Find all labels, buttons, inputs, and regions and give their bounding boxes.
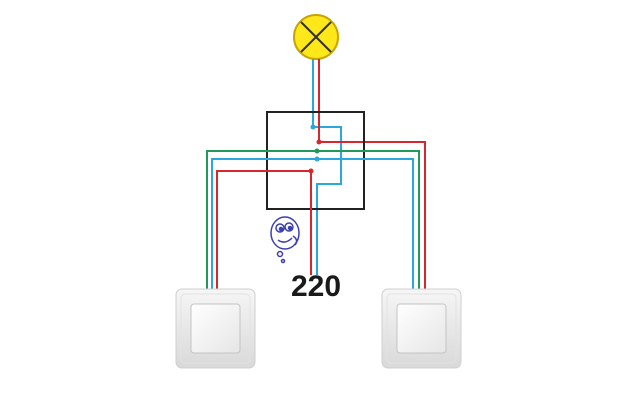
junction-dots <box>308 124 322 174</box>
thinking-face-icon <box>270 216 300 264</box>
light-switch-right <box>381 288 462 369</box>
lamp-wires <box>312 59 426 290</box>
light-switch-left <box>175 288 256 369</box>
junction-box <box>266 111 365 210</box>
lamp-icon <box>293 14 339 60</box>
voltage-label: 220 <box>291 270 341 303</box>
